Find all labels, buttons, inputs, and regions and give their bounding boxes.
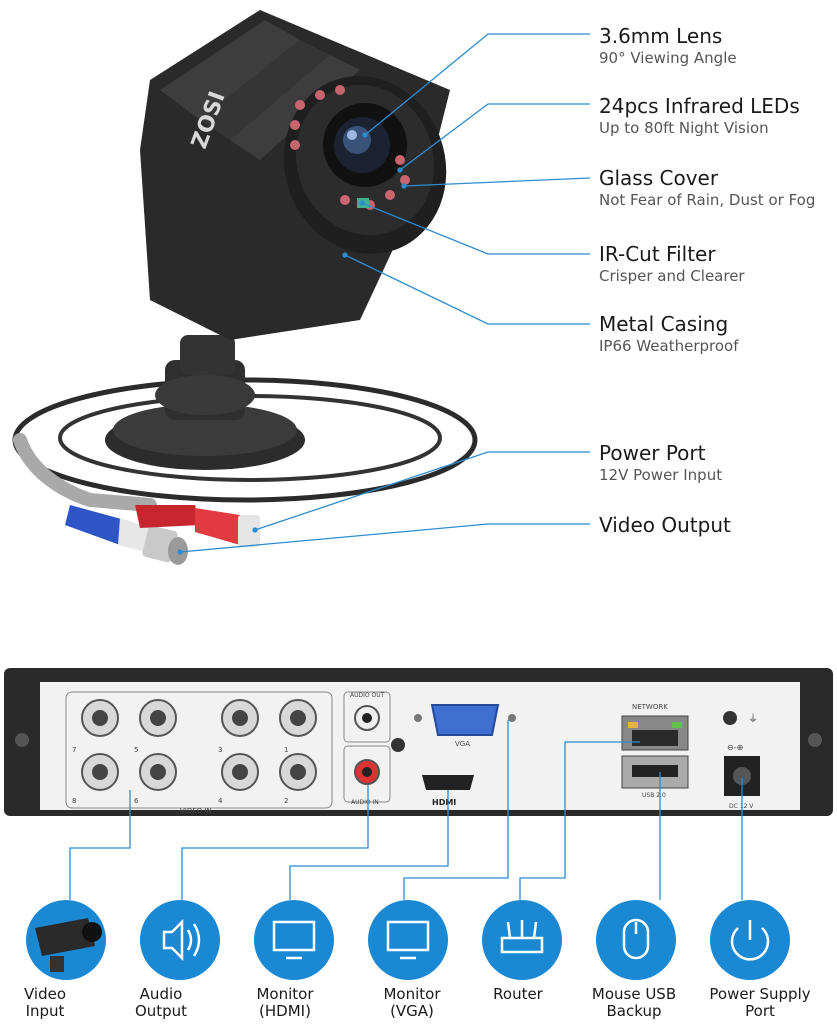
label-line: Monitor — [383, 985, 441, 1003]
feature-subtitle: Up to 80ft Night Vision — [599, 119, 769, 137]
router-icon — [482, 900, 562, 980]
feature-title: Metal Casing — [599, 312, 729, 336]
usb-label: USB 2.0 — [642, 792, 666, 799]
label-line: Video — [23, 985, 67, 1003]
label-line: (VGA) — [390, 1002, 434, 1020]
label-monitor-vga: Monitor (VGA) — [357, 986, 467, 1020]
label-monitor-hdmi: Monitor (HDMI) — [230, 986, 340, 1020]
camera-illustration: ZOSI — [12, 10, 478, 565]
speaker-icon — [140, 900, 220, 980]
feature-power-port: Power Port 12V Power Input — [599, 441, 722, 485]
label-line: Input — [25, 1002, 65, 1020]
port-num-4: 4 — [218, 797, 223, 805]
power-connector — [135, 505, 260, 547]
network-label: NETWORK — [632, 703, 668, 711]
label-line: Mouse USB — [591, 985, 677, 1003]
feature-subtitle: IP66 Weatherproof — [599, 337, 739, 355]
connection-icons — [26, 900, 790, 980]
feature-title: Power Port — [599, 441, 706, 465]
label-line: Backup — [606, 1002, 662, 1020]
label-router: Router — [463, 986, 573, 1003]
mouse-icon — [596, 900, 676, 980]
port-num-8: 8 — [72, 797, 76, 805]
feature-subtitle: 12V Power Input — [599, 466, 723, 484]
audio-in-label: AUDIO IN — [351, 799, 379, 806]
port-num-3: 3 — [218, 746, 222, 754]
label-line: Router — [493, 985, 543, 1003]
hdmi-label: HDMI — [432, 798, 456, 807]
label-video-input: Video Input — [0, 986, 100, 1020]
port-num-6: 6 — [134, 797, 139, 805]
svg-text:⊖-⊕: ⊖-⊕ — [727, 743, 743, 752]
video-in-ports — [81, 699, 317, 791]
feature-title: Video Output — [599, 513, 731, 537]
port-num-5: 5 — [134, 746, 138, 754]
feature-ir-cut: IR-Cut Filter Crisper and Clearer — [599, 242, 745, 286]
monitor-icon — [368, 900, 448, 980]
camera-icon — [26, 900, 106, 980]
callout-lines — [177, 33, 591, 555]
power-icon — [710, 900, 790, 980]
video-in-label: VIDEO IN — [180, 807, 212, 815]
feature-subtitle: Not Fear of Rain, Dust or Fog — [599, 191, 816, 209]
feature-glass-cover: Glass Cover Not Fear of Rain, Dust or Fo… — [599, 166, 815, 210]
vga-label: VGA — [455, 740, 470, 748]
label-line: Monitor — [256, 985, 314, 1003]
feature-title: 3.6mm Lens — [599, 24, 723, 48]
feature-title: IR-Cut Filter — [599, 242, 716, 266]
connection-lines — [69, 720, 743, 900]
label-line: Audio — [139, 985, 183, 1003]
label-line: Port — [745, 1002, 775, 1020]
label-line: (HDMI) — [259, 1002, 311, 1020]
feature-subtitle: Crisper and Clearer — [599, 267, 745, 285]
port-num-2: 2 — [284, 797, 288, 805]
label-line: Output — [134, 1002, 188, 1020]
svg-text:⏚: ⏚ — [748, 713, 758, 725]
feature-ir-leds: 24pcs Infrared LEDs Up to 80ft Night Vis… — [599, 94, 800, 138]
feature-title: 24pcs Infrared LEDs — [599, 94, 800, 118]
audio-out-label: AUDIO OUT — [350, 692, 385, 699]
dvr-rear-panel: 7 5 3 1 8 6 4 2 VIDEO IN AUDIO OUT AUDIO… — [4, 668, 833, 816]
feature-metal-casing: Metal Casing IP66 Weatherproof — [599, 312, 738, 356]
port-num-7: 7 — [72, 746, 76, 754]
label-mouse-usb: Mouse USB Backup — [579, 986, 689, 1020]
label-line: Power Supply — [709, 985, 811, 1003]
feature-video-output: Video Output — [599, 513, 731, 537]
label-audio-output: Audio Output — [106, 986, 216, 1020]
feature-title: Glass Cover — [599, 166, 719, 190]
feature-subtitle: 90° Viewing Angle — [599, 49, 737, 67]
port-num-1: 1 — [284, 746, 288, 754]
monitor-icon — [254, 900, 334, 980]
feature-lens: 3.6mm Lens 90° Viewing Angle — [599, 24, 737, 68]
label-power-supply: Power Supply Port — [705, 986, 815, 1020]
